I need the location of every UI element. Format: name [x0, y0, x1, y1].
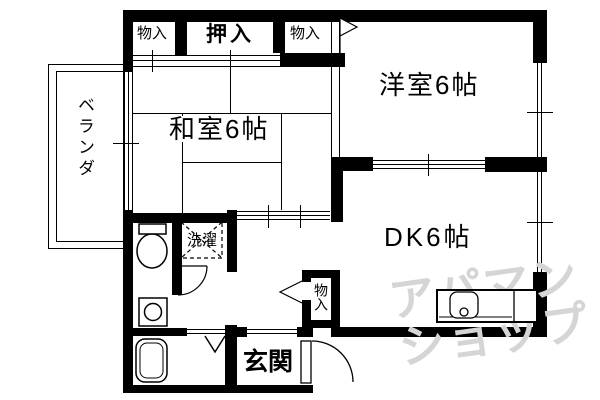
wall-bottom [123, 385, 313, 393]
window-tick [527, 112, 553, 113]
wall-top [123, 10, 547, 22]
room-label-dk: DK6帖 [384, 222, 473, 252]
bath-doorway-line [187, 333, 225, 334]
watermark-line1: アパマン [385, 248, 583, 328]
window-veranda [124, 72, 125, 210]
wall-right-upper [533, 10, 547, 63]
wall-washroom-divider [128, 328, 187, 336]
wall-dk-bottom [338, 327, 547, 337]
wall-monoire-hall-left-b [302, 300, 311, 327]
sliding-door-line [373, 160, 485, 161]
sliding-door-tick [300, 205, 301, 228]
closet-label-monoire-right: 物入 [290, 25, 321, 42]
wall-closet-divider-b [273, 22, 285, 53]
sliding-door-line [373, 168, 485, 169]
bathtub-icon [135, 338, 168, 383]
tatami-line [230, 66, 231, 113]
window-veranda [132, 72, 133, 210]
sliding-door-line [373, 164, 485, 165]
closet-sliding-line [133, 55, 280, 56]
window-right-upper [537, 63, 538, 157]
tatami-line [182, 113, 183, 213]
closet-sliding-tick [230, 50, 231, 72]
thin-wall-line [331, 18, 332, 157]
toilet-icon [136, 223, 168, 269]
room-label-genkan: 玄関 [243, 348, 294, 376]
genkan-doorway-line [247, 329, 297, 330]
wall-toilet-right [172, 213, 182, 295]
sliding-door-tick [268, 205, 269, 228]
wall-closet-divider-a [175, 22, 187, 55]
window-right-upper [541, 63, 542, 157]
wall-room-divider-vertical [331, 157, 343, 222]
tatami-line [133, 113, 331, 114]
sliding-door-tick [428, 154, 429, 176]
toilet-door-arc-icon [177, 265, 208, 296]
closet-sliding-tick [152, 50, 153, 72]
bath-doorway-line [187, 329, 225, 330]
room-label-youshitsu: 洋室6帖 [379, 70, 480, 100]
wall-left-upper [123, 10, 133, 72]
fixture-label-laundry: 洗濯 [187, 232, 218, 249]
wall-monoire-hall-right [331, 270, 340, 337]
wall-monoire-hall-left-a [302, 270, 311, 282]
wall-under-closet-right [280, 53, 345, 67]
dk-door-arrow-icon [278, 280, 303, 304]
room-label-washitsu: 和室6帖 [167, 114, 272, 144]
wall-monoire-hall-bottom [302, 320, 340, 328]
closet-label-monoire-left: 物入 [137, 25, 168, 42]
tatami-line [182, 162, 281, 163]
washitsu-top-line [133, 66, 331, 67]
veranda-outline-inner [56, 71, 124, 242]
tatami-line [281, 113, 282, 210]
sliding-door-line [237, 215, 330, 216]
washbasin-icon [138, 297, 168, 327]
wall-monoire-hall-top [302, 270, 340, 278]
wall-genkan-top-a [237, 327, 247, 337]
closet-sliding-line [133, 60, 280, 61]
wall-left-lower [123, 210, 133, 393]
entrance-door-arc-icon [300, 340, 354, 384]
window-tick [527, 222, 553, 223]
wall-laundry-right [227, 210, 237, 272]
wall-genkan-top-b [297, 327, 313, 337]
sliding-door-line [237, 211, 330, 212]
window-tick [113, 143, 139, 144]
folding-door-icon [204, 335, 226, 354]
closet-label-oshiire: 押入 [206, 23, 254, 46]
wall-youshitsu-bottom-right [485, 157, 547, 172]
window-veranda [128, 72, 129, 210]
wall-bath-right [225, 325, 237, 385]
sliding-door-line [237, 219, 330, 220]
closet-label-monoire-hall: 物入 [313, 283, 329, 311]
genkan-doorway-line [247, 333, 297, 334]
kitchen-sink-icon [436, 289, 538, 323]
thin-wall-line [339, 18, 340, 157]
room-label-veranda: ベランダ [75, 96, 94, 180]
